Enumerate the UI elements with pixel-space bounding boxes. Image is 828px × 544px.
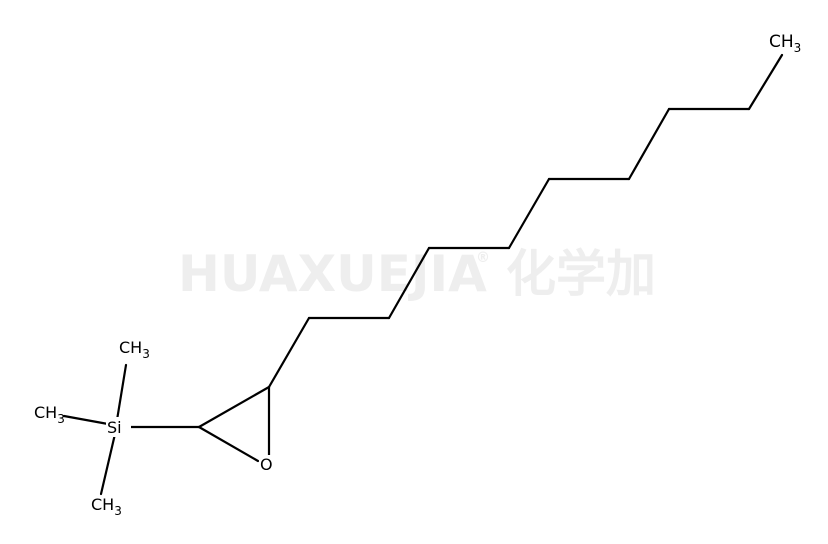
atom-label-silicon: Si [107, 418, 122, 437]
bond-ring-c-c [197, 385, 271, 429]
atom-labels: CH3 O Si CH3 CH3 CH3 [34, 32, 801, 518]
bond-si-ch3-bottom [99, 432, 117, 496]
watermark-brand: HUAXUEJIA [178, 245, 487, 303]
atom-label-ch3-left: CH3 [34, 403, 65, 426]
bonds [62, 53, 784, 496]
oxygen-label-bg [259, 455, 274, 473]
bond-c5-c6 [507, 177, 551, 250]
bond-c9-c10 [267, 316, 311, 389]
bond-si-ch3-top [115, 363, 128, 422]
bond-c3-c4 [627, 107, 671, 181]
atom-label-oxygen: O [260, 455, 273, 474]
atom-label-ch3-top: CH3 [119, 338, 150, 361]
bond-c1-c2 [747, 53, 784, 111]
atom-label-ch3-bottom: CH3 [91, 495, 122, 518]
bond-ring-c-o-lower [197, 425, 260, 463]
silicon-label-bg [106, 417, 131, 437]
watermark-registered-mark: ® [476, 250, 490, 266]
watermark: HUAXUEJIA ® 化学加 [178, 245, 656, 303]
watermark-chinese: 化学加 [506, 245, 656, 303]
bond-c7-c8 [387, 246, 431, 320]
atom-label-ch3-terminal: CH3 [769, 32, 801, 55]
bond-si-ch3-left [62, 414, 110, 426]
